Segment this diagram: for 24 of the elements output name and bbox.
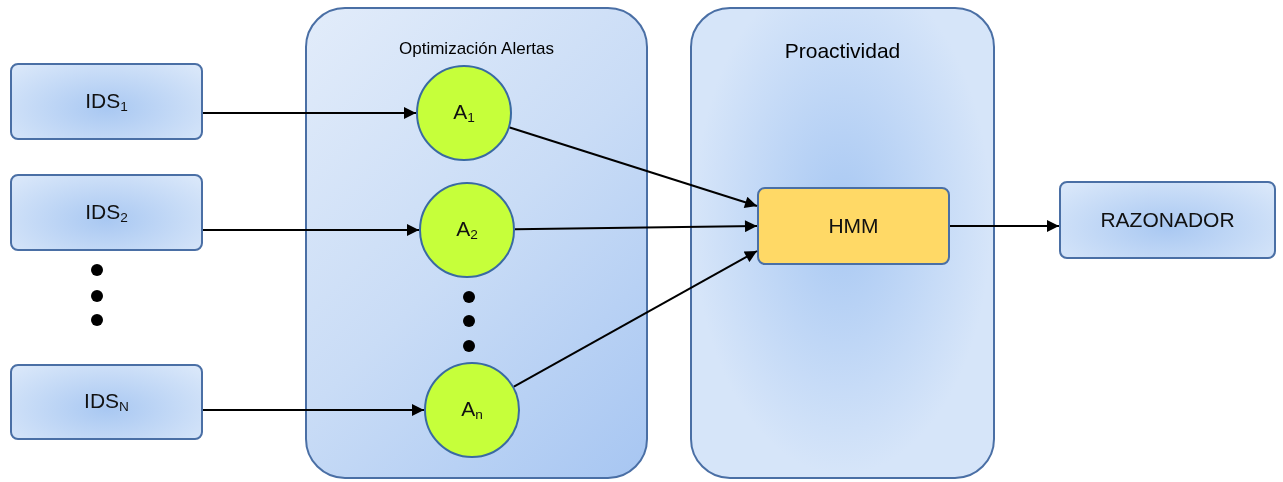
process-box	[10, 63, 203, 140]
arrow	[202, 404, 425, 416]
arrow	[949, 220, 1060, 232]
arrow	[508, 126, 758, 209]
node-label: A$_{n}$	[461, 397, 483, 423]
group-panel	[305, 7, 648, 479]
arrow	[512, 250, 758, 388]
group-panel	[690, 7, 995, 479]
process-box	[1059, 181, 1276, 259]
node-label: HMM	[828, 214, 879, 238]
panel-title: Optimización Alertas	[398, 39, 555, 59]
process-box	[10, 174, 203, 251]
arrow	[202, 107, 417, 119]
arrow	[514, 220, 758, 233]
node-label: A$_{2}$	[456, 217, 478, 243]
node-label: IDS$_{2}$	[85, 199, 128, 226]
arrow	[202, 224, 420, 236]
process-box	[757, 187, 950, 265]
node-label: IDS$_{1}$	[85, 88, 128, 115]
node-label: A$_{1}$	[453, 100, 475, 126]
node-label: RAZONADOR	[1100, 208, 1235, 232]
node-label: IDS$_{N}$	[84, 389, 129, 415]
panel-title: Proactividad	[783, 39, 902, 63]
process-box	[10, 364, 203, 440]
